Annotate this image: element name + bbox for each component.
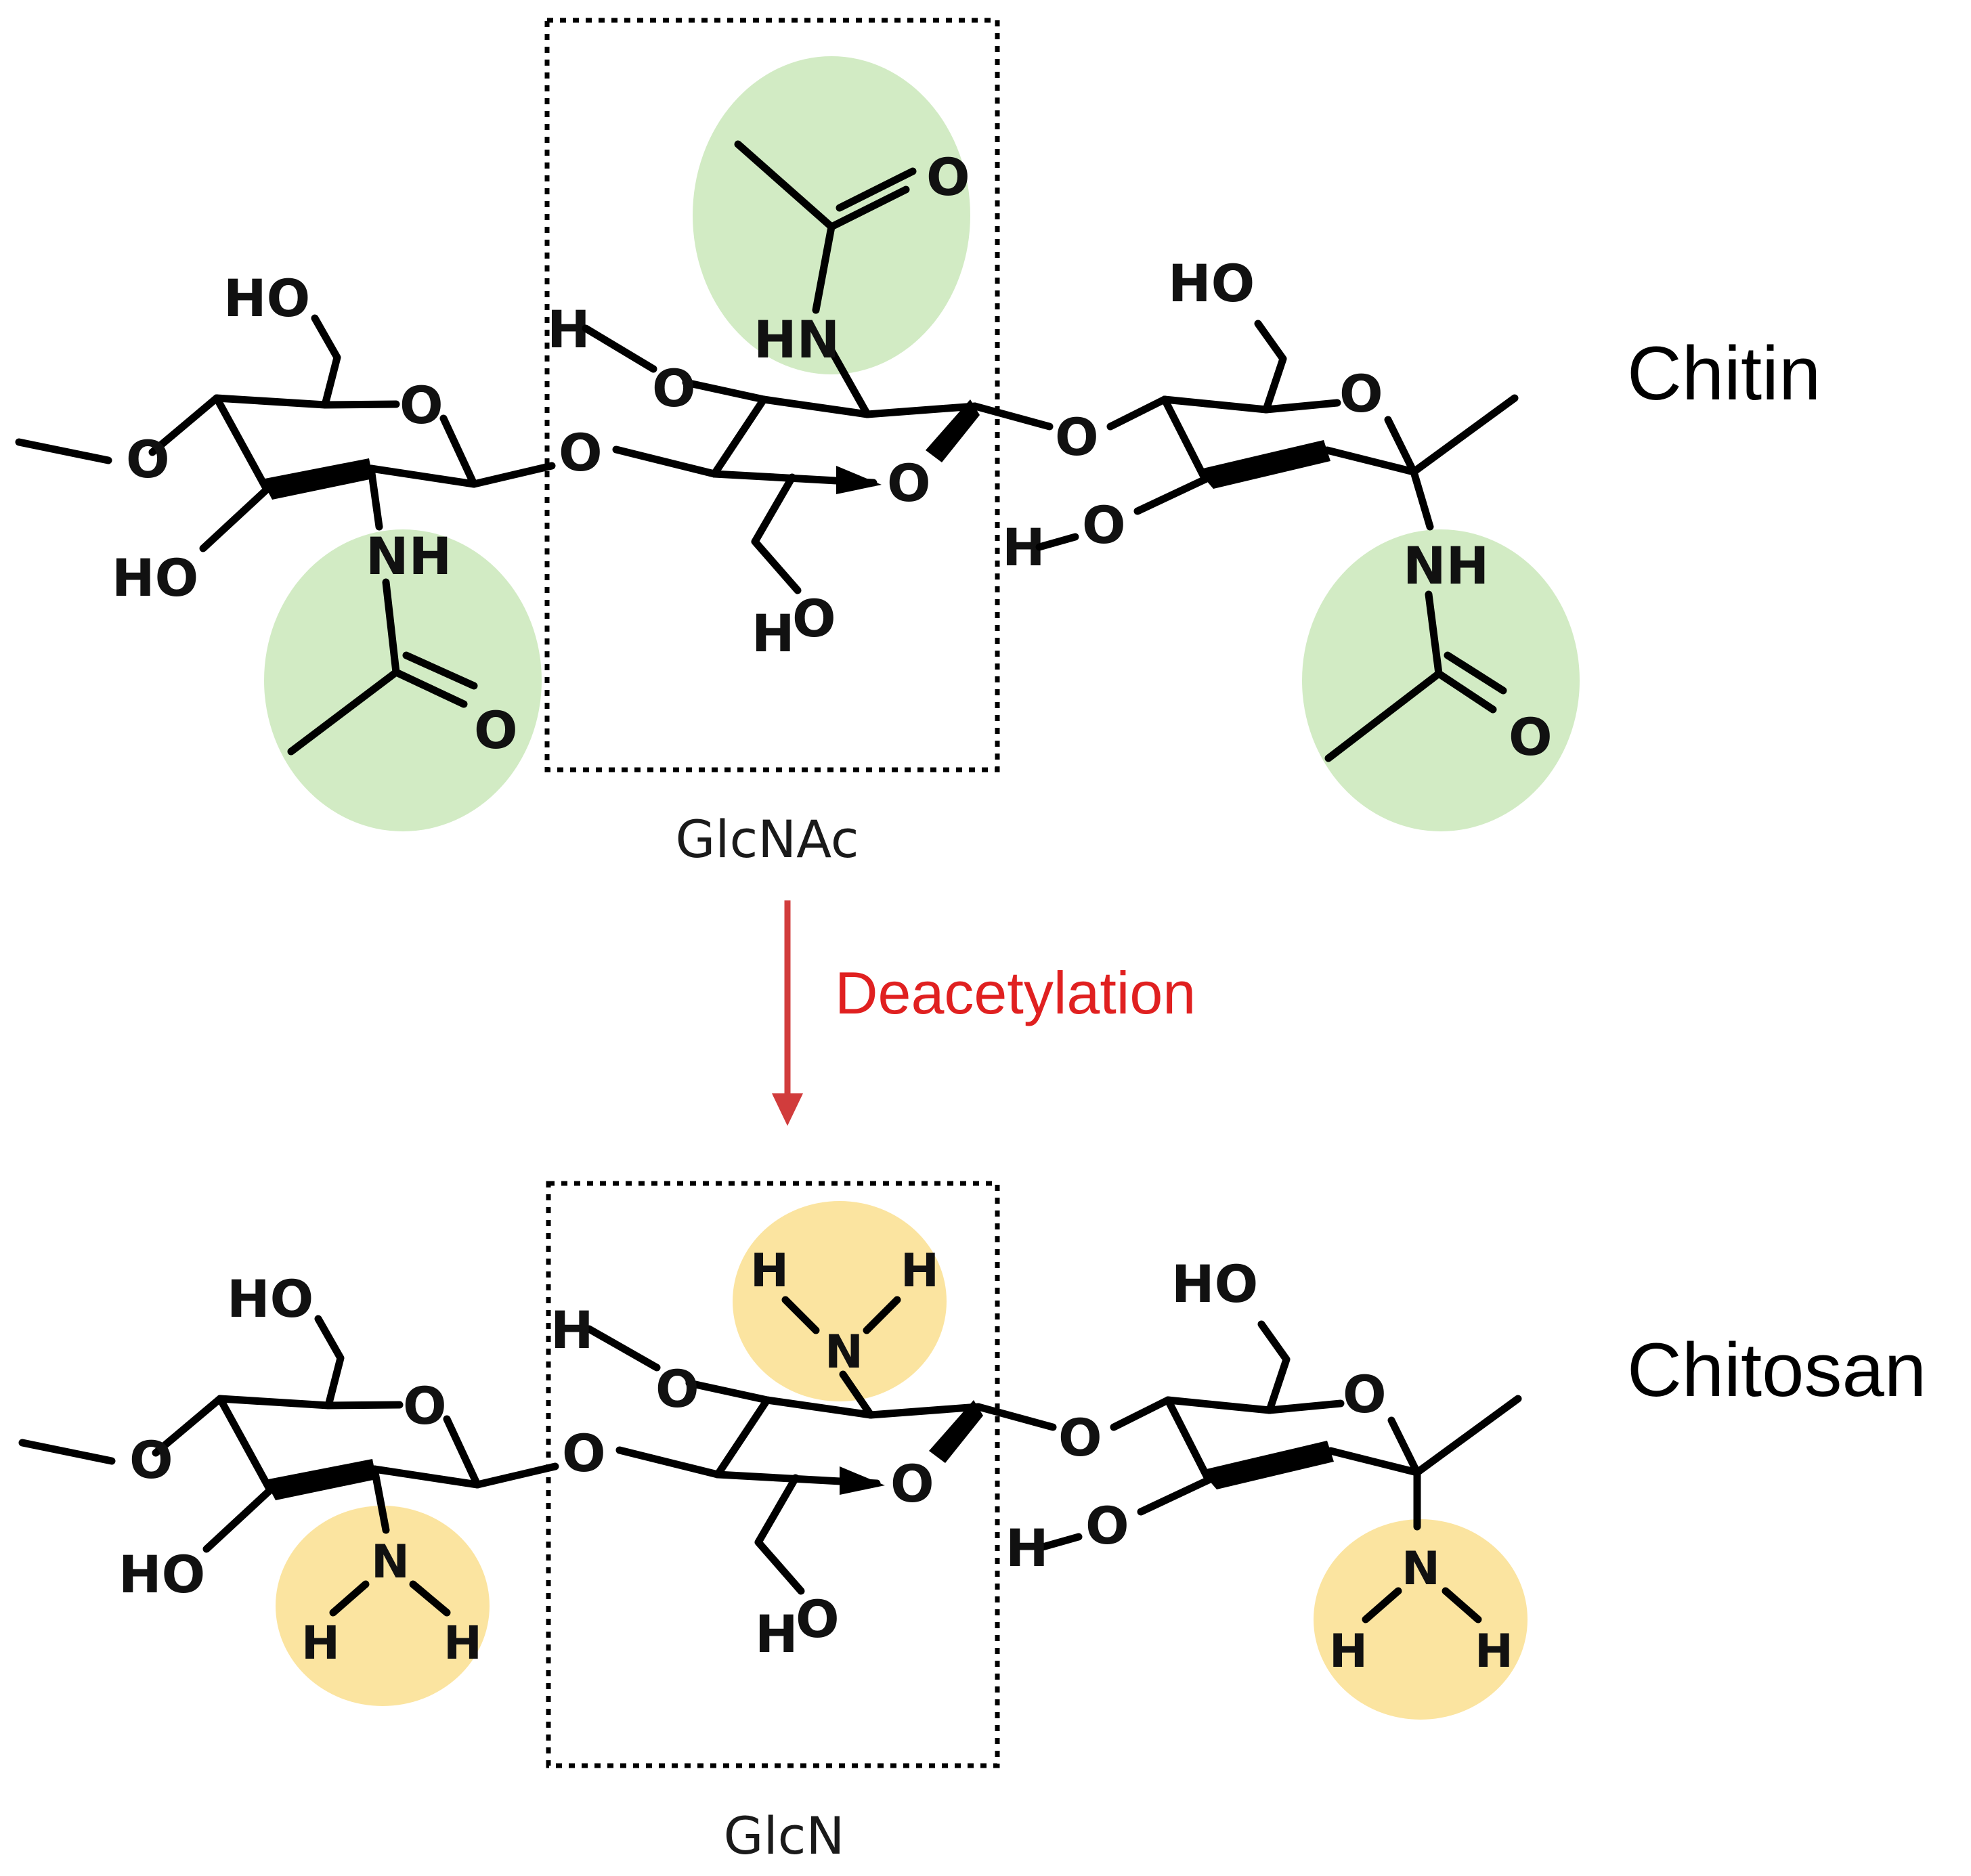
- amine-highlight-middle: [733, 1201, 947, 1401]
- atom-label: O: [926, 147, 970, 207]
- acetyl-highlight-left: [264, 529, 542, 831]
- atom-label: O: [652, 358, 696, 418]
- atom-label: O: [792, 588, 836, 649]
- atom-label: N: [825, 1326, 863, 1379]
- atom-label: O: [562, 1423, 606, 1483]
- atom-label: O: [1085, 1496, 1129, 1556]
- chitosan-structure: O O HO HO N H H O H O N H H O H O O HO O…: [22, 1181, 1528, 1768]
- atom-label: O: [1509, 707, 1553, 767]
- atom-label: O: [399, 375, 443, 435]
- glcnac-label: GlcNAc: [675, 809, 859, 869]
- atom-label: O: [1082, 495, 1126, 555]
- atom-label: O: [403, 1376, 447, 1436]
- chitosan-label: Chitosan: [1627, 1328, 1926, 1412]
- atom-label: O: [474, 700, 518, 760]
- atom-label: HO: [1171, 1254, 1258, 1314]
- acetyl-highlight-right: [1302, 529, 1580, 831]
- atom-label: O: [126, 429, 170, 489]
- atom-label: H: [1005, 1518, 1049, 1578]
- atom-label: H: [752, 603, 795, 663]
- atom-label: H: [1329, 1625, 1368, 1678]
- atom-label: H: [1475, 1625, 1513, 1678]
- deacetylation-label: Deacetylation: [835, 959, 1196, 1026]
- amine-highlight-right: [1314, 1519, 1528, 1720]
- atom-label: O: [1339, 364, 1383, 424]
- atom-label: H: [901, 1244, 939, 1298]
- atom-label: O: [655, 1359, 699, 1419]
- atom-label: NH: [366, 526, 452, 586]
- atom-label: O: [887, 453, 931, 513]
- atom-label: HN: [754, 309, 840, 370]
- atom-label: N: [371, 1535, 410, 1589]
- atom-label: HO: [118, 1544, 205, 1605]
- atom-label: O: [1058, 1408, 1102, 1468]
- glcn-unit-box: [546, 1181, 1000, 1768]
- atom-label: HO: [227, 1269, 313, 1329]
- glcnac-unit-box: [544, 18, 1000, 772]
- atom-label: O: [890, 1454, 934, 1514]
- atom-label: HO: [112, 548, 198, 608]
- atom-label: NH: [1403, 536, 1489, 596]
- glcn-label: GlcN: [724, 1806, 845, 1866]
- atom-label: O: [129, 1430, 173, 1490]
- atom-label: O: [559, 422, 603, 483]
- atom-label: O: [796, 1589, 840, 1649]
- atom-label: N: [1402, 1542, 1440, 1596]
- chitin-atom-labels: O O HO HO NH O O H O HN O O H O O HO O O…: [112, 147, 1553, 767]
- chitin-structure: O O HO HO NH O O H O HN O O H O O HO O O…: [19, 18, 1580, 831]
- atom-label: H: [750, 1244, 789, 1298]
- atom-label: H: [443, 1617, 482, 1670]
- amine-highlight-left: [276, 1506, 490, 1706]
- atom-label: H: [755, 1604, 798, 1664]
- deacetylation-arrow: [772, 900, 803, 1126]
- atom-label: HO: [1168, 253, 1255, 313]
- atom-label: O: [1343, 1364, 1387, 1424]
- atom-label: O: [1055, 407, 1099, 467]
- atom-label: H: [301, 1617, 340, 1670]
- atom-label: H: [550, 1300, 594, 1360]
- chitin-label: Chitin: [1627, 331, 1821, 416]
- acetyl-highlight-middle: [693, 56, 970, 374]
- atom-label: HO: [223, 268, 310, 328]
- chitosan-atom-labels: O O HO HO N H H O H O N H H O H O O HO O…: [118, 1244, 1513, 1678]
